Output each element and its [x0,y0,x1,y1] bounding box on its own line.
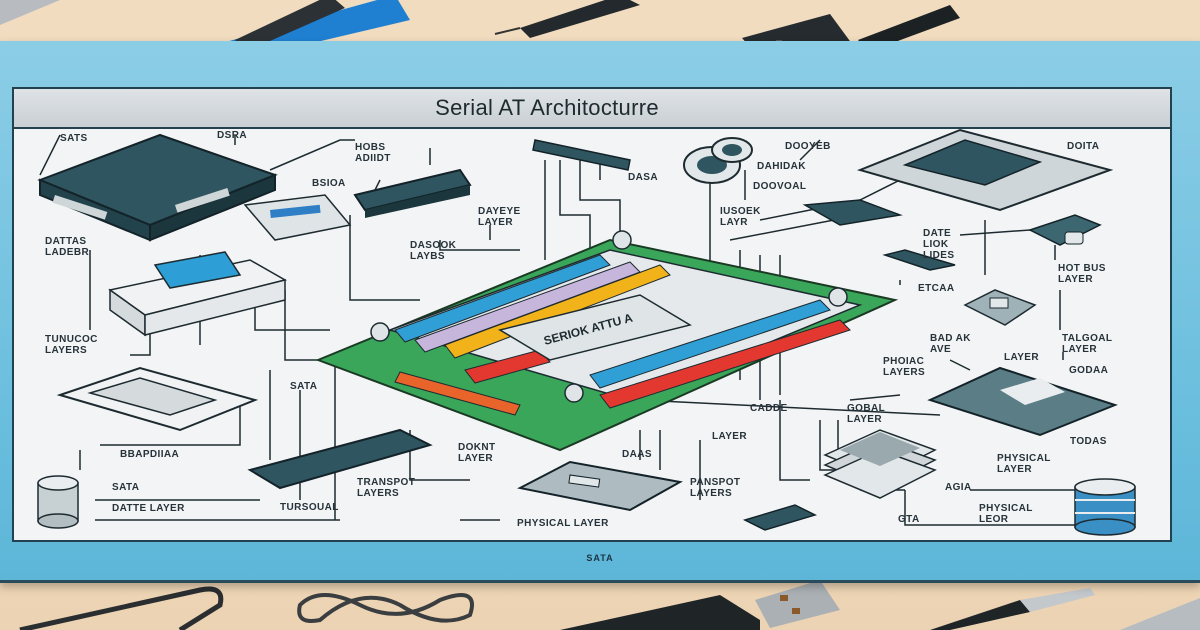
diagram-label: DOKNT LAYER [458,442,496,464]
diagram-label: CADDE [750,403,788,414]
diagram-label: DATTAS LADEBR [45,236,90,258]
small-module-icon [963,289,1037,326]
diagram-label: TODAS [1070,436,1107,447]
diagram-label: GOBAL LAYER [847,403,886,425]
diagram-label: BAD AK AVE [930,333,971,355]
diagram-label: TALGOAL LAYER [1062,333,1113,355]
diagram-label: PHYSICAL LAYER [517,518,609,529]
controller-chip-icon [247,428,433,490]
diagram-label: AGIA [945,482,972,493]
diagram-label: DAYEYE LAYER [478,206,521,228]
cpu-module-icon [856,128,1114,212]
diagram-label: DSRA [217,130,247,141]
diagram-label: DAHIDAK [757,161,806,172]
cylinder-device-icon [37,475,79,529]
diagram-label: TURSOUAL [280,502,339,513]
diagram-label: DOITA [1067,141,1100,152]
diagram-label: ETCAA [918,283,955,294]
usb-plug-icon [1028,214,1102,246]
diagram-label: GTA [898,514,920,525]
diagram-label: DATTE LAYER [112,503,185,514]
title-bar: Serial AT Architocturre [14,89,1170,129]
diagram-label: DOOVOAL [753,181,807,192]
host-adapter-chip-icon [353,168,472,218]
diagram-label: SATA [112,482,140,493]
diagram-label: GODAA [1069,365,1109,376]
small-chip-icon [882,249,956,271]
hard-drive-icon [927,366,1118,437]
diagram-label: BBAPDIIAA [120,449,180,460]
ssd-icon [517,460,683,512]
blue-connector-icon [243,194,352,241]
device-corner-icon [1120,598,1200,630]
diagram-label: BSIOA [312,178,346,189]
diagram-label: PHYSICAL LAYER [997,453,1051,475]
diagram-label: DASOOK LAYBS [410,240,457,262]
silver-pen-icon [0,0,60,25]
footer-label: SATA [586,553,614,563]
usb-cable-icon [560,580,840,630]
diagram-title: Serial AT Architocturre [435,95,659,120]
diagram-label: IUSOEK LAYR [720,206,761,228]
diagram-label: SATA [290,381,318,392]
diagram-label: TUNUCOC LAYERS [45,334,98,356]
drive-bay-icon [56,366,259,432]
paper-clip-icon [19,586,224,630]
motherboard-icon [315,230,899,452]
stacked-disks-icon [823,429,937,499]
diagram-label: PHYSICAL LEOR [979,503,1033,525]
stylus-icon [930,588,1095,630]
ring-connector-icon [683,137,753,184]
diagram-label: LAYER [712,431,747,442]
diagram-label: PANSPOT LAYERS [690,477,741,499]
database-stack-icon [1074,478,1136,536]
pin-header-icon [532,139,631,171]
diagram-label: TRANSPOT LAYERS [357,477,416,499]
diagram-label: HOT BUS LAYER [1058,263,1106,285]
external-drive-icon [37,133,278,242]
usb-stick-icon [742,504,818,531]
ribbon-chip-icon [802,199,903,226]
diagram-label: DASA [628,172,658,183]
diagram-label: HOBS ADIIDT [355,142,391,164]
diagram-label: PHOIAC LAYERS [883,356,926,378]
diagram-label: DATE LIOK LIDES [923,228,955,261]
data-connector-icon [108,251,287,337]
diagram-label: SATS [60,133,88,144]
diagram-label: DAAS [622,449,652,460]
figure-eight-clip-icon [297,593,474,623]
diagram-label: LAYER [1004,352,1039,363]
black-pen-icon [235,0,640,52]
diagram-label: DOOYEB [785,141,831,152]
